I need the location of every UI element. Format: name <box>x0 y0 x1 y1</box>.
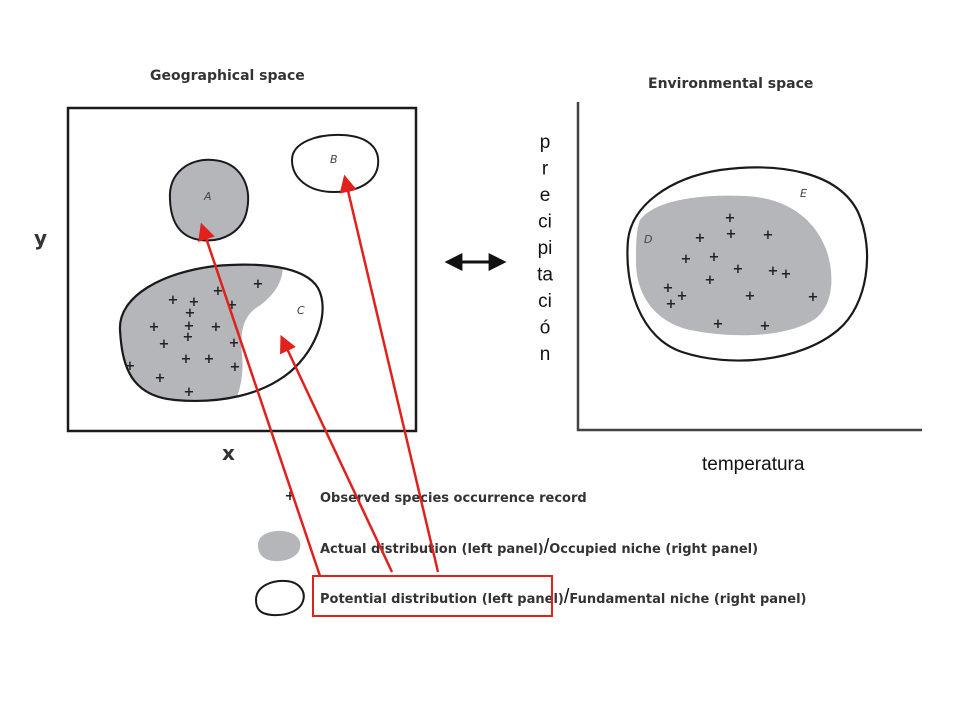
legend-actual-line: Actual distribution (left panel)/Occupie… <box>320 536 758 558</box>
legend-occurrence-text: Observed species occurrence record <box>320 491 587 506</box>
occurrence-marker: + <box>213 284 224 299</box>
env-y-axis-label-part: r <box>542 159 549 180</box>
occurrence-marker: + <box>183 330 194 345</box>
occurrence-marker: + <box>211 320 222 335</box>
region-d-shape <box>636 195 832 336</box>
occurrence-marker: + <box>695 231 706 246</box>
legend-potential-text: Potential distribution (left panel) <box>320 592 564 607</box>
legend-actual-swatch <box>258 530 301 562</box>
env-y-axis-label-part: pi <box>538 238 553 259</box>
occurrence-marker: + <box>705 273 716 288</box>
legend-actual-sep: / <box>544 536 550 558</box>
legend-occupied-text: Occupied niche (right panel) <box>549 542 758 557</box>
env-y-axis-label-part: ci <box>538 212 552 233</box>
region-a-shape <box>168 158 250 242</box>
occurrence-marker: + <box>184 385 195 400</box>
occurrence-marker: + <box>808 290 819 305</box>
occurrence-marker: + <box>725 211 736 226</box>
legend-potential-sep: / <box>564 586 570 608</box>
region-c-label: C <box>297 304 305 317</box>
occurrence-marker: + <box>733 262 744 277</box>
env-y-axis-label-part: n <box>540 344 551 365</box>
occurrence-marker: + <box>713 317 724 332</box>
env-axes <box>576 102 922 432</box>
occurrence-marker: + <box>681 252 692 267</box>
region-e-label: E <box>800 187 807 200</box>
region-c-actual-fill <box>119 264 283 401</box>
region-b-label: B <box>330 153 338 166</box>
occurrence-marker: + <box>763 228 774 243</box>
occurrence-marker: + <box>726 227 737 242</box>
env-panel-title: Environmental space <box>648 76 813 92</box>
occurrence-marker: + <box>181 352 192 367</box>
arrow-to-region-a <box>198 222 322 577</box>
occurrence-marker: + <box>184 319 195 334</box>
occurrence-marker: + <box>125 359 136 374</box>
occurrence-marker: + <box>227 298 238 313</box>
occurrence-marker: + <box>781 267 792 282</box>
env-y-axis-label-part: ó <box>540 318 551 339</box>
occurrence-marker: + <box>745 289 756 304</box>
legend-fundamental-text: Fundamental niche (right panel) <box>569 592 806 607</box>
geo-occurrence-group: ++++++++++++++++++ <box>125 277 264 400</box>
occurrence-marker: + <box>677 289 688 304</box>
geo-y-axis-label: y <box>34 226 47 250</box>
occurrence-marker: + <box>149 320 160 335</box>
occurrence-marker: + <box>229 336 240 351</box>
arrow-to-region-c <box>280 334 394 573</box>
occurrence-marker: + <box>185 306 196 321</box>
occurrence-marker: + <box>768 264 779 279</box>
env-y-axis-label-part: ta <box>537 265 553 286</box>
env-y-axis-label-part: e <box>540 185 551 206</box>
arrow-to-region-b <box>339 174 440 573</box>
region-e-outline <box>626 166 869 362</box>
region-c-outline <box>118 263 324 403</box>
potential-highlight-box <box>312 575 553 617</box>
occurrence-marker: + <box>230 360 241 375</box>
legend-occurrence-icon: + <box>285 489 296 504</box>
env-occurrence-group: +++++++++++++++++ <box>663 211 819 334</box>
occurrence-marker: + <box>666 297 677 312</box>
geo-panel-frame <box>66 106 418 433</box>
legend-potential-line: Potential distribution (left panel)/Fund… <box>320 586 807 608</box>
occurrence-marker: + <box>189 295 200 310</box>
occurrence-marker: + <box>760 319 771 334</box>
occurrence-marker: + <box>159 337 170 352</box>
occurrence-marker: + <box>663 281 674 296</box>
env-y-axis-label-part: p <box>540 132 551 153</box>
occurrence-marker: + <box>155 371 166 386</box>
env-y-axis-label-part: ci <box>538 291 552 312</box>
occurrence-marker: + <box>709 250 720 265</box>
occurrence-marker: + <box>204 352 215 367</box>
occurrence-marker: + <box>168 293 179 308</box>
geo-panel-title: Geographical space <box>150 68 305 84</box>
region-a-label: A <box>203 190 212 203</box>
env-x-axis-label: temperatura <box>702 454 805 475</box>
legend-potential-swatch <box>254 579 305 617</box>
env-y-axis-label: pre ci pi ta ci ón <box>537 132 553 365</box>
geo-x-axis-label: x <box>222 441 235 465</box>
occurrence-marker: + <box>253 277 264 292</box>
region-d-label: D <box>644 233 652 246</box>
